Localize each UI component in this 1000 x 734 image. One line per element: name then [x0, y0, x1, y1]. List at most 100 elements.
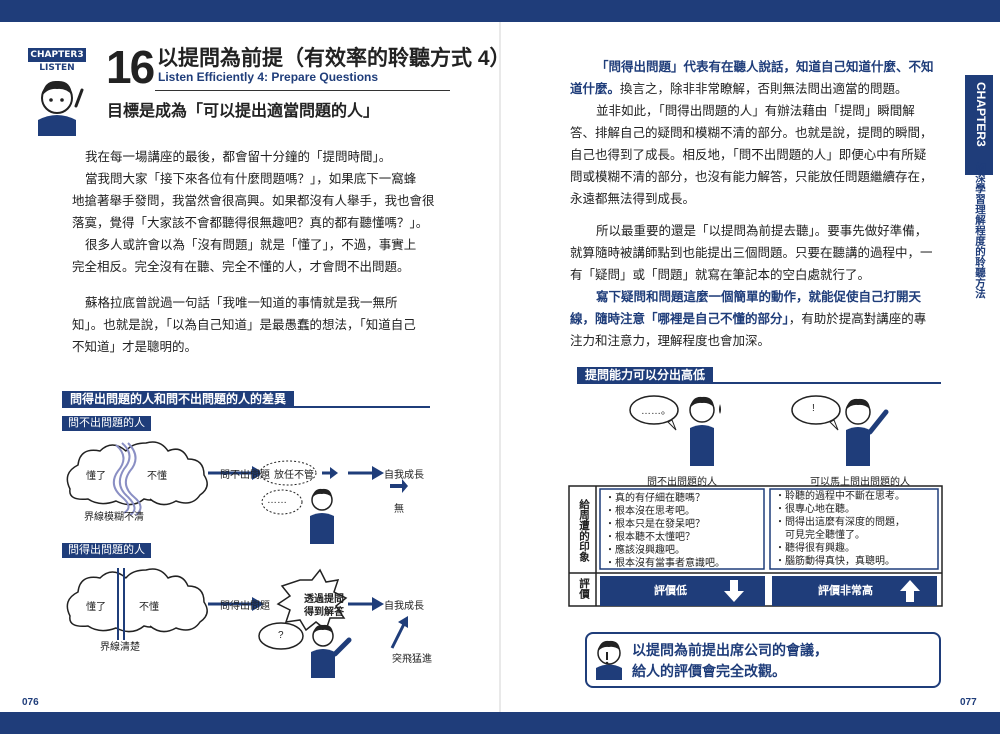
passive-person-icon	[629, 395, 721, 466]
list-item: 可見完全聽懂了。	[775, 530, 865, 541]
highlight-text: 道什麼。	[570, 82, 621, 96]
sidebar-chapter-description: 加深學習理解程度的聆聽方法	[974, 162, 986, 299]
section-tagline: 目標是成為「可以提出適當問題的人」	[107, 103, 380, 120]
step3-label: 自我成長	[384, 601, 424, 612]
right-body-p1: 「問得出問題」代表有在聽人說話，知道自己知道什麼、不知 道什麼。換言之，除非非常…	[570, 56, 934, 210]
chapter-badge: CHAPTER3	[28, 48, 86, 62]
list-item: ・根本沒在思考吧。	[605, 506, 695, 517]
english-subtitle: Listen Efficiently 4: Prepare Questions	[158, 70, 379, 84]
list-item: ・應該沒興趣吧。	[605, 545, 685, 556]
boundary-label: 界線模糊不清	[84, 512, 144, 523]
callout-line: 以提問為前提出席公司的會議，	[632, 642, 828, 658]
question-bubble-text: ?	[278, 630, 284, 641]
right-column-label: 可以馬上問出問題的人	[810, 477, 910, 488]
list-item: ・很專心地在聽。	[775, 504, 855, 515]
callout-text: 以提問為前提出席公司的會議， 給人的評價會完全改觀。	[632, 640, 828, 682]
list-item: ・根本只是在發呆吧？	[605, 519, 705, 530]
diagram-rule	[62, 406, 430, 408]
not-understood-label: 不懂	[147, 471, 167, 482]
page-title: 以提問為前提（有效率的聆聽方式 4）	[157, 47, 511, 70]
up-arrow-icon	[390, 616, 408, 649]
evaluation-row-header: 評價	[578, 578, 590, 599]
understood-label: 懂了	[86, 602, 106, 613]
mascot-thinking-icon	[38, 80, 84, 136]
high-evaluation-label: 評價非常高	[818, 585, 873, 597]
body-text: 換言之，除非非常瞭解，否則無法問出適當的問題。	[620, 82, 908, 96]
highlight-text: 寫下疑問和問題這麼一個簡單的動作，就能促使自己打開天	[596, 290, 922, 304]
chapter-sub-label: LISTEN	[39, 63, 75, 73]
body-text: ，有助於提高對講座的專	[788, 312, 927, 326]
mascot-idea-icon	[596, 640, 622, 680]
body-line: 我在每一場講座的最後，都會留十分鐘的「提問時間」。	[85, 150, 392, 164]
top-bar	[0, 0, 1000, 22]
confused-person-icon	[261, 488, 334, 544]
highlight-text: 線，隨時注意「哪裡是自己不懂的部分」	[570, 312, 789, 326]
passive-impression-list: ・真的有仔細在聽嗎？ ・根本沒在思考吧。 ・根本只是在發呆吧？ ・根本聽不太懂吧…	[605, 492, 725, 570]
body-line: 並非如此，「問得出問題的人」有辦法藉由「提問」瞬間解	[596, 104, 915, 118]
down-arrow-icon	[390, 479, 408, 493]
low-evaluation-box: 評價低	[600, 576, 765, 606]
thought-bubble-text: ……	[267, 495, 287, 506]
left-column-label: 問不出問題的人	[647, 477, 717, 488]
body-line: 永遠都無法得到成長。	[570, 192, 696, 206]
body-line: 落寞，覺得「大家該不會都聽得很無趣吧？真的都有聽懂嗎？」。	[72, 216, 429, 230]
body-line: 蘇格拉底曾說過一句話「我唯一知道的事情就是我一無所	[85, 296, 398, 310]
step2-line2: 得到解答	[304, 607, 344, 618]
callout-line: 給人的評價會完全改觀。	[632, 663, 786, 679]
asking-person-icon	[258, 622, 352, 678]
high-evaluation-box: 評價非常高	[772, 576, 937, 606]
understood-label: 懂了	[86, 471, 106, 482]
left-body-text-2: 蘇格拉底曾說過一句話「我唯一知道的事情就是我一無所 知」。也就是說，「以為自己知…	[72, 292, 416, 358]
none-result-label: 無	[394, 504, 404, 515]
body-line: 所以最重要的還是「以提問為前提去聽」。要事先做好準備，	[596, 224, 928, 238]
body-line: 知」。也就是說，「以為自己知道」是最愚蠢的想法，「知道自己	[72, 318, 416, 332]
step2-label: 放任不管	[274, 470, 314, 481]
list-item: ・聆聽的過程中不斷在思考。	[775, 491, 905, 502]
boundary-label: 界線清楚	[100, 642, 140, 653]
sidebar-chapter-label: CHAPTER3	[974, 82, 988, 147]
step3-label: 自我成長	[384, 470, 424, 481]
step2-line1: 透過提問	[304, 594, 344, 605]
left-body-text: 我在每一場講座的最後，都會留十分鐘的「提問時間」。 當我問大家「接下來各位有什麼…	[72, 146, 435, 278]
down-arrow-icon	[724, 580, 744, 602]
body-line: 問或模糊不清的部分，也沒有能力解答，只能放任問題繼續存在，	[570, 170, 933, 184]
list-item: ・真的有仔細在聽嗎？	[605, 493, 705, 504]
not-understood-label: 不懂	[139, 602, 159, 613]
rapid-growth-label: 突飛猛進	[392, 654, 432, 665]
low-evaluation-label: 評價低	[654, 585, 687, 597]
body-line: 地搶著舉手發問，我當然會很高興。如果都沒有人舉手，我也會很	[72, 194, 435, 208]
diagram-heading: 提問能力可以分出高低	[577, 367, 714, 384]
body-line: 不知道」才是聰明的。	[72, 340, 198, 354]
diagram-rule	[577, 382, 941, 384]
can-ask-tab: 問得出問題的人	[62, 543, 151, 558]
body-line: 有「疑問」或「問題」就寫在筆記本的空白處就行了。	[570, 268, 871, 282]
right-body-p3: 所以最重要的還是「以提問為前提去聽」。要事先做好準備， 就算隨時被講師點到也能提…	[570, 220, 933, 352]
title-rule	[155, 90, 450, 91]
list-item: ・根本聽不太懂吧？	[605, 532, 695, 543]
highlight-text: 「問得出問題」代表有在聽人說話，知道自己知道什麼、不知	[596, 60, 934, 74]
chapter-sidebar	[965, 75, 993, 175]
left-page-number: 076	[22, 697, 39, 708]
passive-bubble-text: ……。	[641, 406, 671, 417]
active-bubble-text: !	[812, 403, 815, 414]
can-ask-diagram	[66, 568, 384, 640]
body-line: 就算隨時被講師點到也能提出三個問題。只要在聽講的過程中，一	[570, 246, 933, 260]
summary-callout	[585, 632, 941, 688]
body-line: 當我問大家「接下來各位有什麼問題嗎？」，如果底下一窩蜂	[85, 172, 417, 186]
up-arrow-icon	[900, 580, 920, 602]
step1-label: 問不出問題	[220, 470, 270, 481]
impression-row-header: 給周遭的印象	[578, 499, 590, 562]
list-item: ・根本沒有當事者意識吧。	[605, 558, 725, 569]
cannot-ask-tab: 問不出問題的人	[62, 416, 151, 431]
body-line: 答、排解自己的疑問和模糊不清的部分。也就是說，提問的瞬間，	[570, 126, 933, 140]
page-gutter	[499, 22, 501, 712]
body-line: 完全相反。完全沒有在聽、完全不懂的人，才會問不出問題。	[72, 260, 410, 274]
list-item: ・問得出這麼有深度的問題，	[775, 517, 905, 528]
right-page-number: 077	[960, 697, 977, 708]
list-item: ・聽得很有興趣。	[775, 543, 855, 554]
active-impression-list: ・聆聽的過程中不斷在思考。 ・很專心地在聽。 ・問得出這麼有深度的問題， 可見完…	[775, 490, 905, 568]
cannot-ask-diagram	[66, 441, 384, 516]
section-number: 16	[106, 41, 155, 93]
body-line: 注力和注意力，理解程度也會加深。	[570, 334, 771, 348]
bottom-bar	[0, 712, 1000, 734]
